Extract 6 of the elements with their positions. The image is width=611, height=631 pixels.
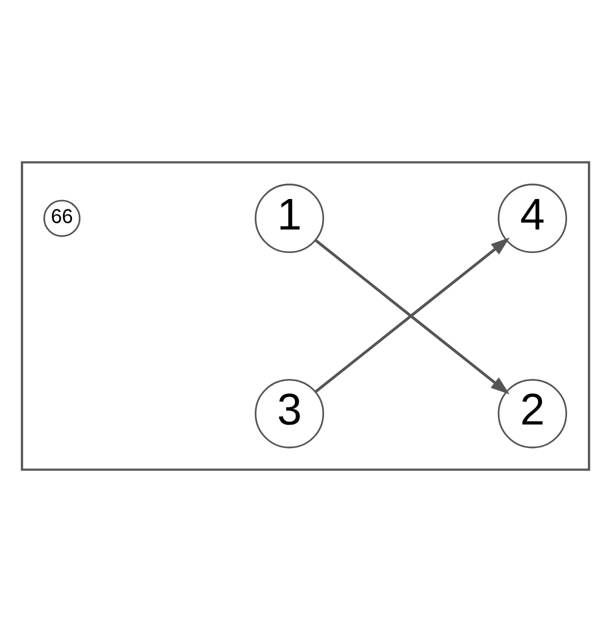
node-circle: 4 (498, 183, 568, 253)
node-circle: 1 (254, 183, 324, 253)
cluster (20, 160, 590, 470)
node-circle: 3 (254, 378, 324, 448)
node-circle: 2 (498, 378, 568, 448)
node-circle: 66 (43, 199, 81, 236)
